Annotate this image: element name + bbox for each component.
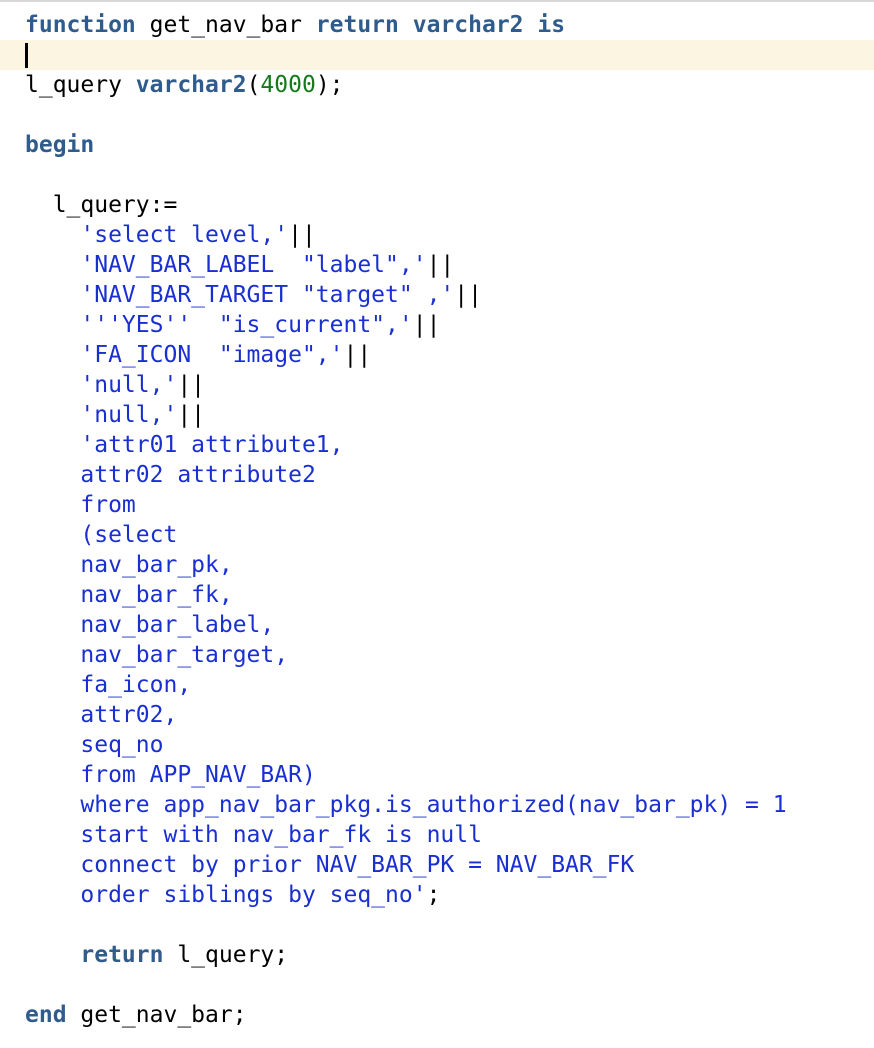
code-token — [399, 12, 413, 38]
text-caret — [25, 43, 28, 68]
code-token: '''YES'' "is_current",' — [25, 312, 413, 338]
code-line[interactable]: l_query:= — [0, 190, 874, 220]
code-token: 'select level,' — [25, 222, 289, 248]
code-token: ; — [426, 882, 441, 908]
code-token: 'null,' — [25, 372, 178, 398]
code-token: 'FA_ICON "image",' — [25, 342, 344, 368]
code-token — [25, 942, 80, 968]
code-token: 'attr01 attribute1, — [25, 432, 344, 458]
code-token: start with nav_bar_fk is null — [25, 822, 482, 848]
code-line[interactable]: connect by prior NAV_BAR_PK = NAV_BAR_FK — [0, 850, 874, 880]
code-token: 4000 — [260, 72, 316, 98]
code-line[interactable] — [0, 100, 874, 130]
code-line[interactable]: end get_nav_bar; — [0, 1000, 874, 1030]
code-line[interactable]: 'null,'|| — [0, 370, 874, 400]
code-token: from — [25, 492, 136, 518]
code-token: 'NAV_BAR_TARGET "target" ,' — [25, 282, 455, 308]
code-line[interactable] — [0, 160, 874, 190]
code-token: return — [315, 12, 399, 38]
code-line[interactable]: nav_bar_target, — [0, 640, 874, 670]
code-token: nav_bar_pk, — [25, 552, 233, 578]
code-line[interactable]: 'FA_ICON "image",'|| — [0, 340, 874, 370]
code-token: fa_icon, — [25, 672, 192, 698]
code-token: varchar2 — [135, 72, 247, 98]
code-token: || — [177, 372, 206, 398]
code-token: 'NAV_BAR_LABEL "label",' — [25, 252, 427, 278]
code-token: where app_nav_bar_pkg.is_authorized(nav_… — [25, 792, 787, 818]
code-token: is — [537, 12, 566, 38]
code-line[interactable]: 'NAV_BAR_TARGET "target" ,'|| — [0, 280, 874, 310]
code-line[interactable]: 'null,'|| — [0, 400, 874, 430]
code-token: function — [25, 12, 136, 38]
code-line-current[interactable] — [0, 40, 874, 70]
code-token: || — [288, 222, 316, 248]
code-token: begin — [25, 132, 95, 158]
code-token: (select — [25, 522, 178, 548]
code-token: l_query:= — [25, 192, 178, 218]
code-token: 'null,' — [25, 402, 178, 428]
code-line[interactable] — [0, 970, 874, 1000]
code-line[interactable]: (select — [0, 520, 874, 550]
code-line[interactable]: nav_bar_pk, — [0, 550, 874, 580]
code-token — [524, 12, 538, 38]
code-token: nav_bar_fk, — [25, 582, 233, 608]
code-token: l_query — [25, 72, 136, 98]
code-token: get_nav_bar — [135, 12, 316, 38]
code-line[interactable]: 'select level,'|| — [0, 220, 874, 250]
code-line[interactable]: l_query varchar2(4000); — [0, 70, 874, 100]
code-line[interactable]: '''YES'' "is_current",'|| — [0, 310, 874, 340]
code-line[interactable]: nav_bar_fk, — [0, 580, 874, 610]
code-line[interactable]: function get_nav_bar return varchar2 is — [0, 10, 874, 40]
code-line[interactable]: nav_bar_label, — [0, 610, 874, 640]
code-line[interactable]: fa_icon, — [0, 670, 874, 700]
code-token: || — [454, 282, 482, 308]
code-token: order siblings by seq_no' — [25, 882, 427, 908]
code-token: return — [80, 942, 164, 968]
code-token: from APP_NAV_BAR) — [25, 762, 316, 788]
code-token: || — [412, 312, 441, 338]
code-line[interactable]: order siblings by seq_no'; — [0, 880, 874, 910]
code-token: attr02 attribute2 — [25, 462, 316, 488]
code-token: varchar2 — [412, 12, 524, 38]
code-token: end — [25, 1002, 67, 1028]
code-line[interactable]: attr02 attribute2 — [0, 460, 874, 490]
code-token: attr02, — [25, 702, 178, 728]
code-token: || — [426, 252, 455, 278]
code-token: seq_no — [25, 732, 164, 758]
code-line[interactable]: begin — [0, 130, 874, 160]
code-line[interactable]: return l_query; — [0, 940, 874, 970]
code-token: nav_bar_target, — [25, 642, 289, 668]
code-token: connect by prior NAV_BAR_PK = NAV_BAR_FK — [25, 852, 635, 878]
code-line[interactable]: 'attr01 attribute1, — [0, 430, 874, 460]
code-line[interactable]: start with nav_bar_fk is null — [0, 820, 874, 850]
code-token: l_query; — [163, 942, 289, 968]
code-token: || — [343, 342, 372, 368]
code-line[interactable]: from APP_NAV_BAR) — [0, 760, 874, 790]
code-token: nav_bar_label, — [25, 612, 275, 638]
code-line[interactable]: 'NAV_BAR_LABEL "label",'|| — [0, 250, 874, 280]
code-token: || — [177, 402, 206, 428]
code-line[interactable] — [0, 910, 874, 940]
code-token: get_nav_bar; — [66, 1002, 247, 1028]
code-token: ); — [315, 72, 344, 98]
code-token: ( — [246, 72, 261, 98]
code-line[interactable]: attr02, — [0, 700, 874, 730]
code-line[interactable]: where app_nav_bar_pkg.is_authorized(nav_… — [0, 790, 874, 820]
code-line[interactable]: from — [0, 490, 874, 520]
code-line[interactable]: seq_no — [0, 730, 874, 760]
